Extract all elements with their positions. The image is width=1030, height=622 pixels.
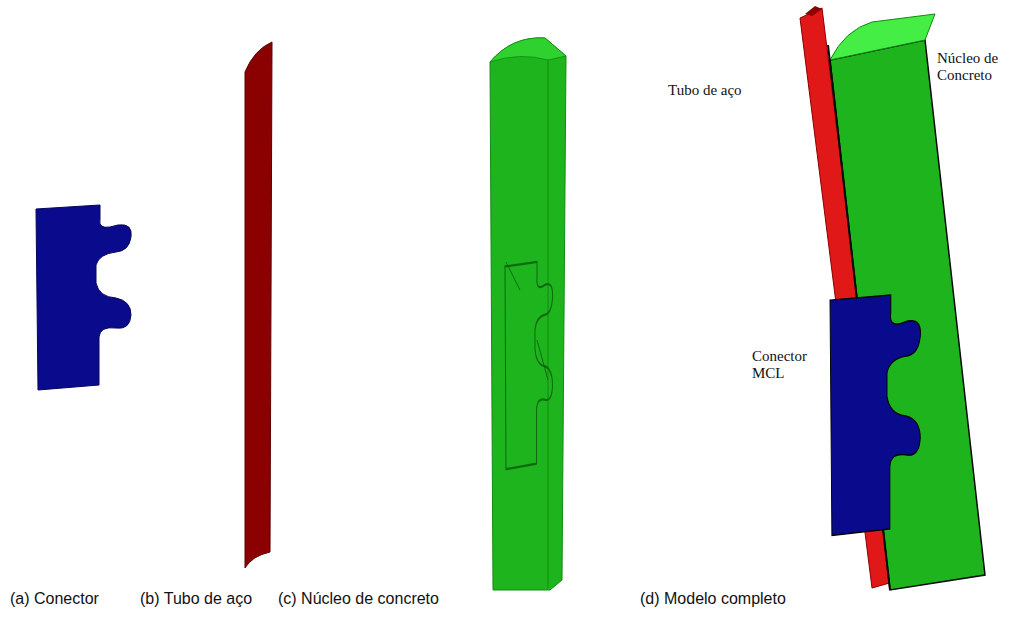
figure-caption: (d) Modelo completo — [640, 590, 786, 608]
part-label: Conector MCL — [752, 348, 818, 383]
figure-caption: (a) Conector — [10, 590, 99, 608]
figure-caption: (b) Tubo de aço — [140, 590, 252, 608]
concrete-core — [490, 38, 566, 590]
part-label: Núcleo de Concreto — [937, 50, 1023, 85]
connector-plate — [36, 205, 131, 390]
steel-tube — [245, 42, 272, 568]
complete-model — [800, 6, 985, 590]
part-label: Tubo de aço — [668, 82, 742, 99]
figure-caption: (c) Núcleo de concreto — [278, 590, 439, 608]
